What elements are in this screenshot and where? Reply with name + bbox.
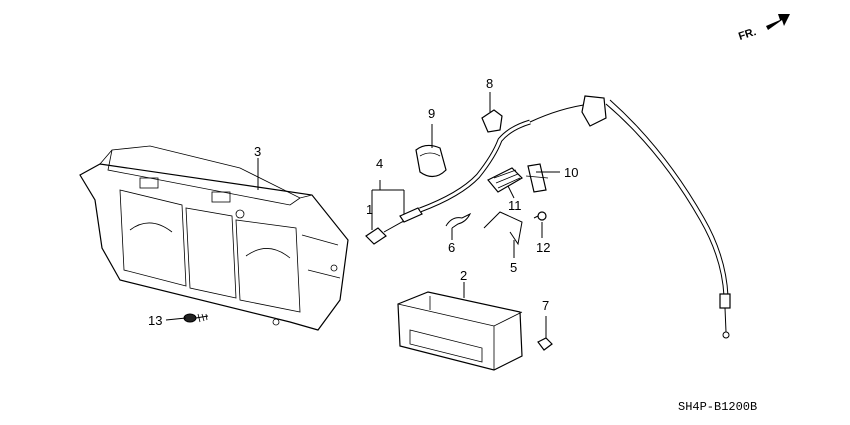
- front-direction-label: FR.: [737, 26, 758, 43]
- leader-lines: [165, 92, 560, 338]
- wire-clip-part-5: [483, 211, 523, 246]
- callout-7: 7: [542, 298, 549, 313]
- front-arrow-icon: [766, 14, 790, 30]
- control-unit-part-2: [397, 291, 523, 371]
- instrument-cluster-part-3: [79, 145, 349, 331]
- callout-3: 3: [254, 144, 261, 159]
- diagram-code: SH4P-B1200B: [678, 400, 757, 414]
- callout-1: 1: [366, 202, 373, 217]
- speedometer-cable-part-1: [365, 95, 731, 339]
- callout-labels: 1 2 3 4 5 6 7 8 9 10 11 12 13: [148, 76, 578, 328]
- clamp-part-11: [487, 167, 523, 193]
- grommet-part-12: [533, 211, 547, 221]
- clip-part-6: [445, 212, 472, 229]
- clip-part-8: [481, 109, 503, 133]
- grommet-part-9: [415, 144, 447, 178]
- callout-12: 12: [536, 240, 550, 255]
- callout-2: 2: [460, 268, 467, 283]
- clip-part-7: [537, 337, 553, 351]
- callout-8: 8: [486, 76, 493, 91]
- callout-13: 13: [148, 313, 162, 328]
- callout-9: 9: [428, 106, 435, 121]
- callout-6: 6: [448, 240, 455, 255]
- callout-5: 5: [510, 260, 517, 275]
- callout-10: 10: [564, 165, 578, 180]
- screw-part-13: [183, 313, 209, 323]
- callout-4: 4: [376, 156, 383, 171]
- bracket-part-10: [525, 163, 549, 193]
- callout-11: 11: [508, 198, 522, 213]
- front-direction-arrow: FR.: [737, 14, 790, 43]
